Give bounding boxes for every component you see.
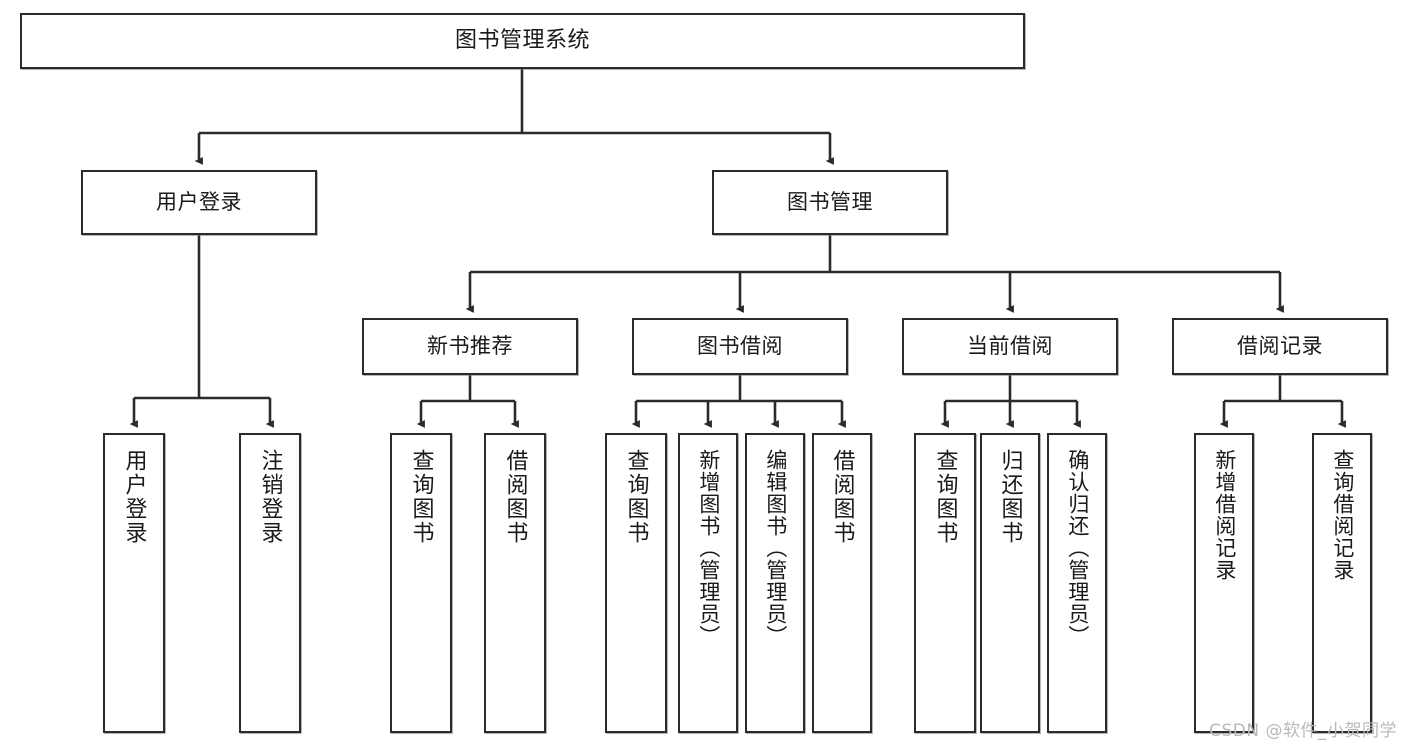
leaf-book-borrow-edit-book-admin[interactable]: 编辑图书（管理员） bbox=[745, 433, 805, 733]
node-label: 查询图书 bbox=[932, 449, 958, 545]
node-label: 借阅图书 bbox=[502, 449, 528, 545]
node-label: 当前借阅 bbox=[967, 334, 1053, 359]
node-label: 编辑图书（管理员） bbox=[763, 449, 788, 647]
node-book-borrow[interactable]: 图书借阅 bbox=[632, 318, 848, 375]
node-label: 图书管理 bbox=[787, 190, 873, 215]
leaf-new-book-borrow-book[interactable]: 借阅图书 bbox=[484, 433, 546, 733]
node-label: 归还图书 bbox=[997, 449, 1023, 545]
node-label: 查询借阅记录 bbox=[1330, 449, 1355, 581]
leaf-user-login-login[interactable]: 用户登录 bbox=[103, 433, 165, 733]
node-label: 新增借阅记录 bbox=[1212, 449, 1237, 581]
node-label: 借阅图书 bbox=[829, 449, 855, 545]
leaf-borrow-record-query-record[interactable]: 查询借阅记录 bbox=[1312, 433, 1372, 733]
leaf-borrow-record-add-record[interactable]: 新增借阅记录 bbox=[1194, 433, 1254, 733]
node-label: 图书借阅 bbox=[697, 334, 783, 359]
node-new-book-recommend[interactable]: 新书推荐 bbox=[362, 318, 578, 375]
node-label: 查询图书 bbox=[408, 449, 434, 545]
node-label: 用户登录 bbox=[121, 449, 147, 545]
node-label: 新增图书（管理员） bbox=[696, 449, 721, 647]
leaf-book-borrow-add-book-admin[interactable]: 新增图书（管理员） bbox=[678, 433, 738, 733]
node-label: 新书推荐 bbox=[427, 334, 513, 359]
leaf-user-login-logout[interactable]: 注销登录 bbox=[239, 433, 301, 733]
node-label: 注销登录 bbox=[257, 449, 283, 545]
node-label: 用户登录 bbox=[156, 190, 242, 215]
leaf-current-borrow-return-book[interactable]: 归还图书 bbox=[980, 433, 1040, 733]
leaf-current-borrow-query-book[interactable]: 查询图书 bbox=[914, 433, 976, 733]
leaf-book-borrow-borrow-book[interactable]: 借阅图书 bbox=[812, 433, 872, 733]
leaf-book-borrow-query-book[interactable]: 查询图书 bbox=[605, 433, 667, 733]
csdn-watermark: CSDN @软件_小贺同学 bbox=[1209, 721, 1397, 741]
node-label: 查询图书 bbox=[623, 449, 649, 545]
node-borrow-record[interactable]: 借阅记录 bbox=[1172, 318, 1388, 375]
node-current-borrow[interactable]: 当前借阅 bbox=[902, 318, 1118, 375]
node-label: 图书管理系统 bbox=[454, 28, 590, 54]
leaf-new-book-query-book[interactable]: 查询图书 bbox=[390, 433, 452, 733]
node-book-management[interactable]: 图书管理 bbox=[712, 170, 948, 235]
node-user-login[interactable]: 用户登录 bbox=[81, 170, 317, 235]
leaf-current-borrow-confirm-return-admin[interactable]: 确认归还（管理员） bbox=[1047, 433, 1107, 733]
node-root-book-management-system[interactable]: 图书管理系统 bbox=[20, 13, 1025, 69]
node-label: 确认归还（管理员） bbox=[1065, 449, 1090, 647]
node-label: 借阅记录 bbox=[1237, 334, 1323, 359]
